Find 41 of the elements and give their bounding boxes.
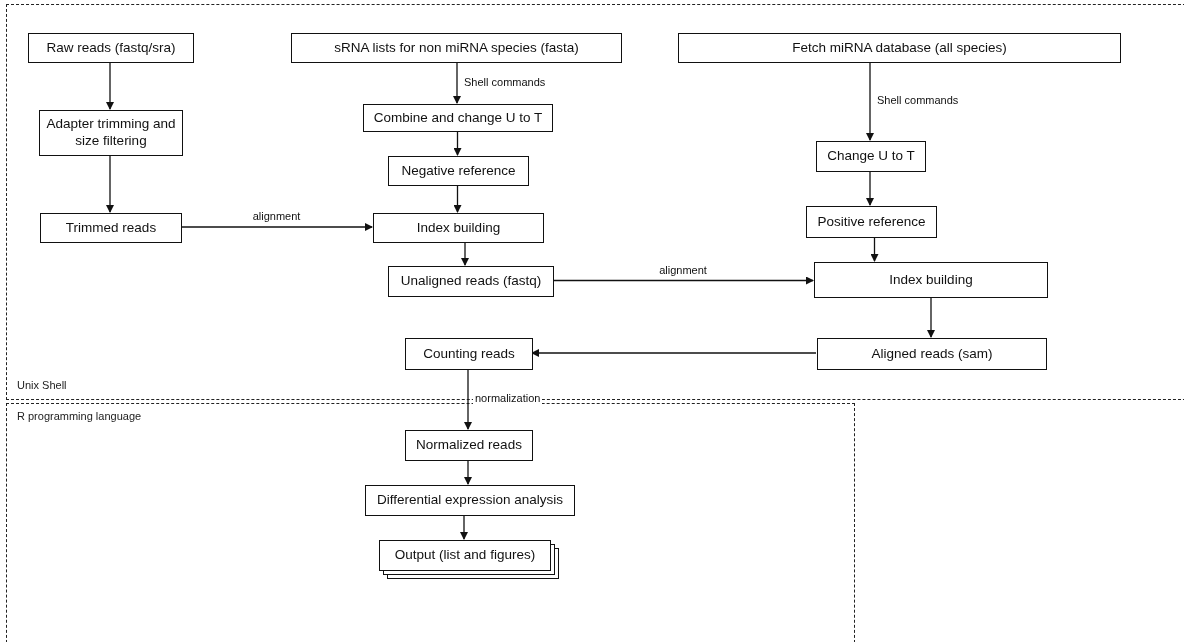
arrow bbox=[464, 459, 472, 485]
process-box: Differential expression analysis bbox=[365, 485, 575, 516]
arrow bbox=[866, 61, 874, 141]
region-label: Unix Shell bbox=[17, 379, 67, 391]
arrow bbox=[453, 130, 462, 156]
edge-label: Shell commands bbox=[462, 75, 548, 88]
arrow bbox=[870, 236, 879, 262]
arrow bbox=[461, 241, 469, 266]
process-box: Fetch miRNA database (all species) bbox=[678, 33, 1121, 63]
dashed-region bbox=[6, 4, 1184, 400]
arrow bbox=[460, 514, 468, 540]
process-box: Trimmed reads bbox=[40, 213, 182, 243]
process-box: Positive reference bbox=[806, 206, 937, 238]
edge-label: alignment bbox=[657, 263, 709, 276]
process-box: sRNA lists for non miRNA species (fasta) bbox=[291, 33, 622, 63]
arrow bbox=[180, 223, 373, 231]
edge-label: alignment bbox=[250, 210, 303, 222]
process-box: Normalized reads bbox=[405, 430, 533, 461]
arrow bbox=[552, 276, 814, 285]
edge-label: normalization bbox=[473, 392, 543, 404]
dashed-region bbox=[6, 403, 855, 642]
process-box: Aligned reads (sam) bbox=[817, 338, 1047, 370]
process-box: Change U to T bbox=[816, 141, 926, 172]
process-box: Index building bbox=[373, 213, 544, 243]
process-box: Combine and change U to T bbox=[363, 104, 553, 132]
arrow bbox=[453, 184, 462, 213]
process-box: Negative reference bbox=[388, 156, 529, 186]
arrow bbox=[927, 296, 935, 338]
arrow bbox=[453, 61, 461, 104]
process-box: Adapter trimming and size filtering bbox=[39, 110, 183, 156]
arrow bbox=[106, 154, 114, 213]
process-box: Unaligned reads (fastq) bbox=[388, 266, 554, 297]
process-box: Raw reads (fastq/sra) bbox=[28, 33, 194, 63]
arrow bbox=[464, 368, 472, 430]
region-label: R programming language bbox=[17, 410, 142, 422]
arrow bbox=[531, 349, 817, 357]
arrow bbox=[866, 170, 874, 206]
arrow bbox=[106, 61, 114, 110]
edge-label: Shell commands bbox=[875, 94, 961, 106]
process-box: Index building bbox=[814, 262, 1048, 298]
process-box: Counting reads bbox=[405, 338, 533, 370]
